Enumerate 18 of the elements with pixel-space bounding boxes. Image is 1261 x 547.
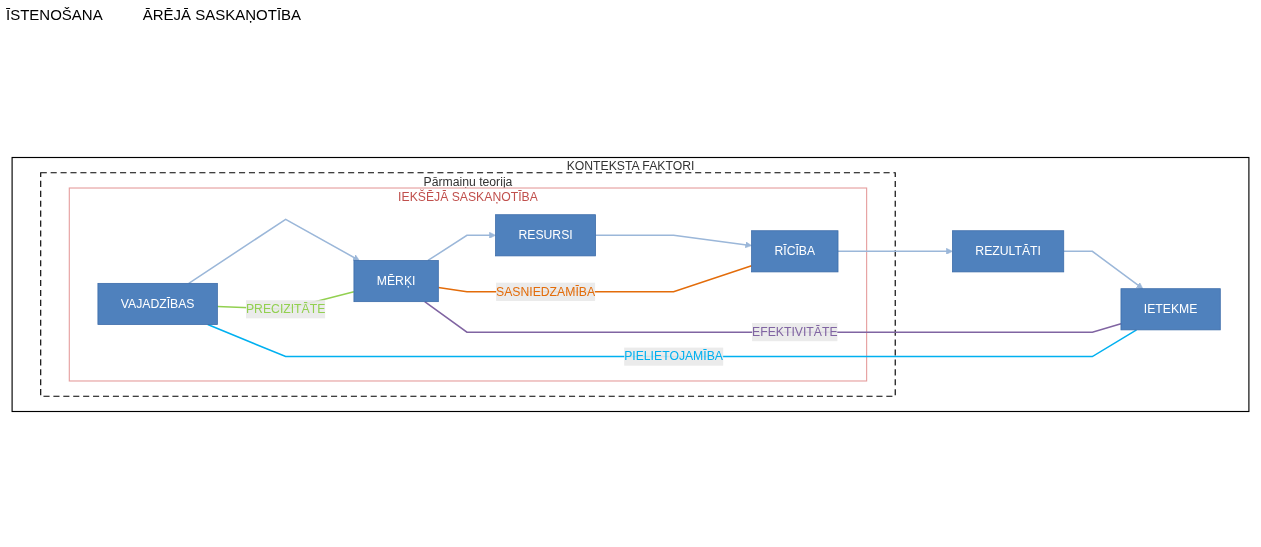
edge-label: PRECIZITĀTE — [245, 302, 326, 316]
arrow — [427, 231, 496, 262]
connector — [206, 323, 1138, 358]
note-text: ĀRĒJĀ SASKAŅOTĪBA — [142, 6, 302, 25]
arrow — [1063, 250, 1144, 289]
node-box: RESURSI — [495, 214, 596, 257]
arrow — [188, 218, 360, 285]
edge-label: EFEKTIVITĀTE — [752, 325, 838, 339]
node-box: MĒRĶI — [353, 260, 439, 303]
note-text: ĪSTENOŠANA — [6, 6, 103, 25]
arrow — [594, 234, 752, 249]
edge-label: SASNIEDZAMĪBA — [496, 284, 596, 298]
edge-label: PIELIETOJAMĪBA — [624, 349, 723, 363]
node-box: IETEKME — [1120, 288, 1221, 331]
node-box: RĪCĪBA — [751, 230, 839, 273]
node-box: REZULTĀTI — [952, 230, 1065, 273]
arrow — [837, 247, 953, 255]
node-box: VAJADZĪBAS — [97, 283, 218, 325]
